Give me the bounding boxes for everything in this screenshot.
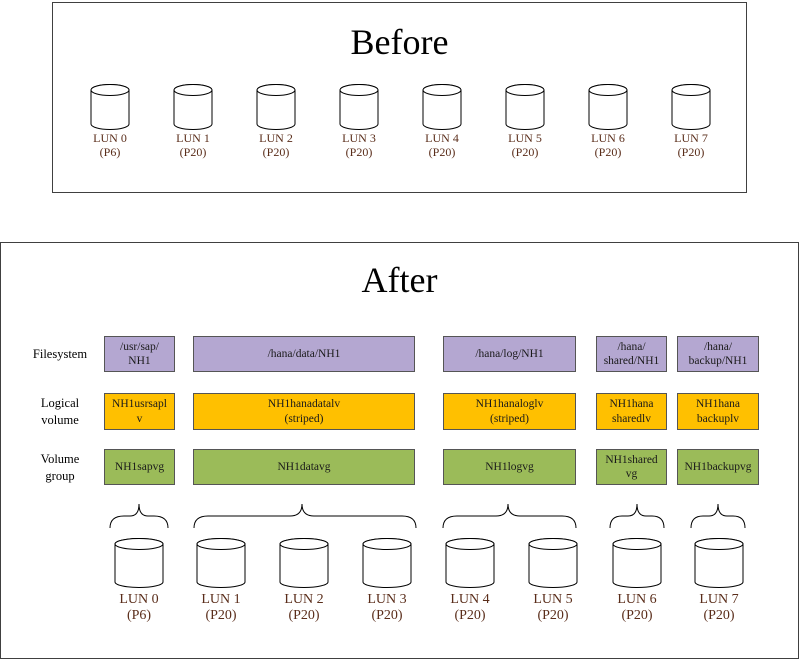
before-lun-1: LUN 1(P20) bbox=[163, 84, 223, 160]
filesystem-hana-backup: /hana/backup/NH1 bbox=[677, 336, 759, 372]
before-lun-7: LUN 7(P20) bbox=[661, 84, 721, 160]
disk-icon bbox=[114, 538, 164, 588]
filesystem-hana-shared: /hana/shared/NH1 bbox=[596, 336, 667, 372]
filesystem-usr-sap: /usr/sap/NH1 bbox=[104, 336, 175, 372]
before-panel: Before bbox=[52, 2, 747, 193]
disk-icon bbox=[612, 538, 662, 588]
brace-shared bbox=[609, 503, 665, 529]
row-label-filesystem: Filesystem bbox=[32, 347, 88, 361]
before-lun-3: LUN 3(P20) bbox=[329, 84, 389, 160]
brace-sap bbox=[109, 503, 169, 529]
volume-group-log: NH1logvg bbox=[443, 449, 576, 485]
disk-icon bbox=[588, 84, 628, 130]
disk-icon bbox=[90, 84, 130, 130]
row-label-logical-volume: Logical volume bbox=[40, 396, 80, 427]
before-lun-0: LUN 0(P6) bbox=[80, 84, 140, 160]
after-lun-0: LUN 0(P6) bbox=[109, 538, 169, 624]
before-lun-2: LUN 2(P20) bbox=[246, 84, 306, 160]
filesystem-hana-data: /hana/data/NH1 bbox=[193, 336, 415, 372]
volume-group-backup: NH1backupvg bbox=[677, 449, 759, 485]
before-title: Before bbox=[350, 22, 449, 62]
disk-icon bbox=[196, 538, 246, 588]
after-lun-5: LUN 5(P20) bbox=[523, 538, 583, 624]
disk-icon bbox=[671, 84, 711, 130]
after-lun-1: LUN 1(P20) bbox=[191, 538, 251, 624]
logical-volume-hanalog: NH1hanaloglv(striped) bbox=[443, 393, 576, 430]
disk-icon bbox=[339, 84, 379, 130]
after-title: After bbox=[361, 260, 438, 300]
disk-icon bbox=[528, 538, 578, 588]
brace-data bbox=[193, 503, 417, 529]
after-lun-3: LUN 3(P20) bbox=[357, 538, 417, 624]
disk-icon bbox=[505, 84, 545, 130]
disk-icon bbox=[362, 538, 412, 588]
logical-volume-hanadata: NH1hanadatalv(striped) bbox=[193, 393, 415, 430]
volume-group-data: NH1datavg bbox=[193, 449, 415, 485]
after-lun-6: LUN 6(P20) bbox=[607, 538, 667, 624]
disk-icon bbox=[256, 84, 296, 130]
row-label-volume-group: Volume group bbox=[40, 452, 80, 483]
disk-icon bbox=[173, 84, 213, 130]
after-lun-4: LUN 4(P20) bbox=[440, 538, 500, 624]
filesystem-hana-log: /hana/log/NH1 bbox=[443, 336, 576, 372]
volume-group-sap: NH1sapvg bbox=[104, 449, 175, 485]
disk-icon bbox=[422, 84, 462, 130]
before-lun-4: LUN 4(P20) bbox=[412, 84, 472, 160]
disk-icon bbox=[694, 538, 744, 588]
after-lun-2: LUN 2(P20) bbox=[274, 538, 334, 624]
after-lun-7: LUN 7(P20) bbox=[689, 538, 749, 624]
before-lun-5: LUN 5(P20) bbox=[495, 84, 555, 160]
brace-log bbox=[442, 503, 577, 529]
disk-icon bbox=[445, 538, 495, 588]
disk-icon bbox=[279, 538, 329, 588]
before-lun-6: LUN 6(P20) bbox=[578, 84, 638, 160]
brace-backup bbox=[690, 503, 746, 529]
